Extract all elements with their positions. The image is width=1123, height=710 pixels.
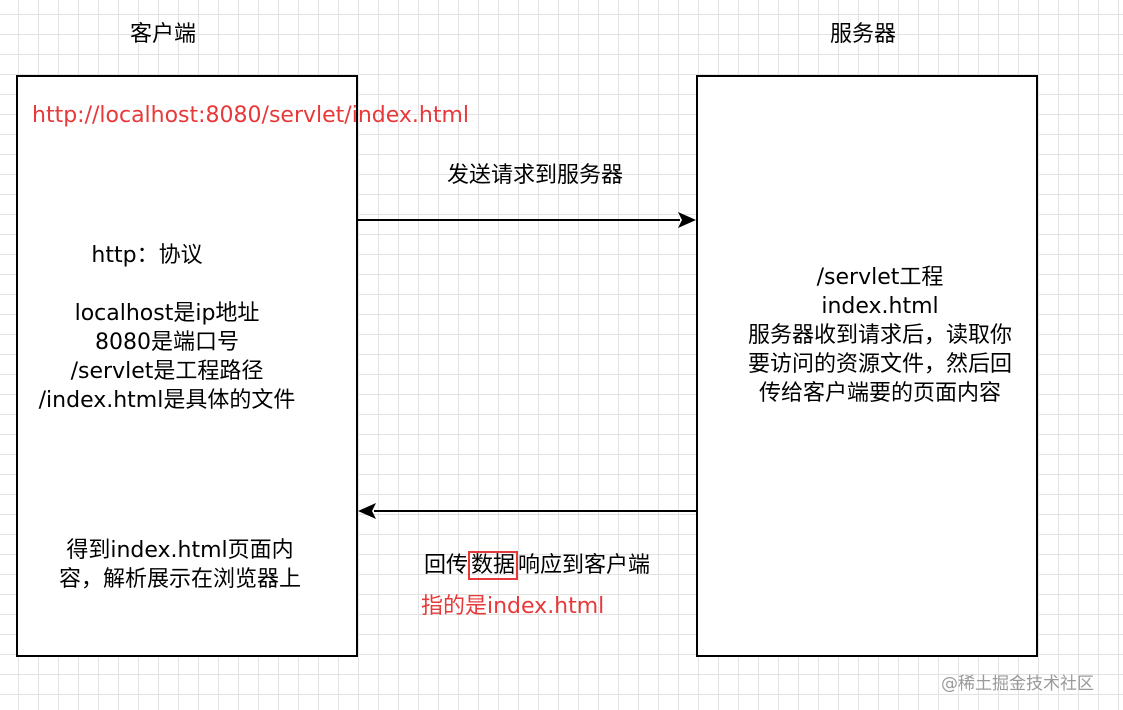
server-box bbox=[696, 75, 1038, 657]
server-description: /servlet工程 index.html 服务器收到请求后，读取你 要访问的资… bbox=[730, 263, 1030, 408]
response-label-highlight: 数据 bbox=[468, 551, 519, 580]
client-title: 客户端 bbox=[130, 22, 197, 47]
response-label-after: 响应到客户端 bbox=[518, 553, 651, 578]
server-line: 传给客户端要的页面内容 bbox=[758, 381, 1001, 406]
client-url: http://localhost:8080/servlet/index.html bbox=[32, 103, 470, 128]
response-note: 指的是index.html bbox=[421, 594, 605, 619]
request-label: 发送请求到服务器 bbox=[447, 163, 624, 188]
response-label-before: 回传 bbox=[424, 553, 469, 578]
response-label: 回传数据响应到客户端 bbox=[424, 551, 650, 580]
request-arrow bbox=[358, 212, 696, 228]
server-line: 服务器收到请求后，读取你 bbox=[747, 323, 1012, 348]
client-result: 得到index.html页面内 容，解析展示在浏览器上 bbox=[30, 536, 330, 594]
client-explain-line: localhost是ip地址 bbox=[74, 301, 260, 326]
response-arrow bbox=[358, 503, 696, 519]
client-box bbox=[16, 75, 358, 657]
client-explain-line: /index.html是具体的文件 bbox=[38, 388, 296, 413]
server-line: 要访问的资源文件，然后回 bbox=[747, 352, 1012, 377]
client-explain-line: 8080是端口号 bbox=[95, 330, 239, 355]
client-explain-line: http：协议 bbox=[91, 243, 203, 268]
client-explain: http：协议 localhost是ip地址 8080是端口号 /servlet… bbox=[20, 241, 314, 415]
watermark: @稀土掘金技术社区 bbox=[941, 674, 1094, 694]
client-explain-line: /servlet是工程路径 bbox=[70, 359, 264, 384]
server-line: index.html bbox=[821, 294, 939, 319]
client-result-line: 容，解析展示在浏览器上 bbox=[58, 567, 301, 592]
client-result-line: 得到index.html页面内 bbox=[66, 538, 294, 563]
server-title: 服务器 bbox=[830, 22, 897, 47]
server-line: /servlet工程 bbox=[816, 265, 944, 290]
